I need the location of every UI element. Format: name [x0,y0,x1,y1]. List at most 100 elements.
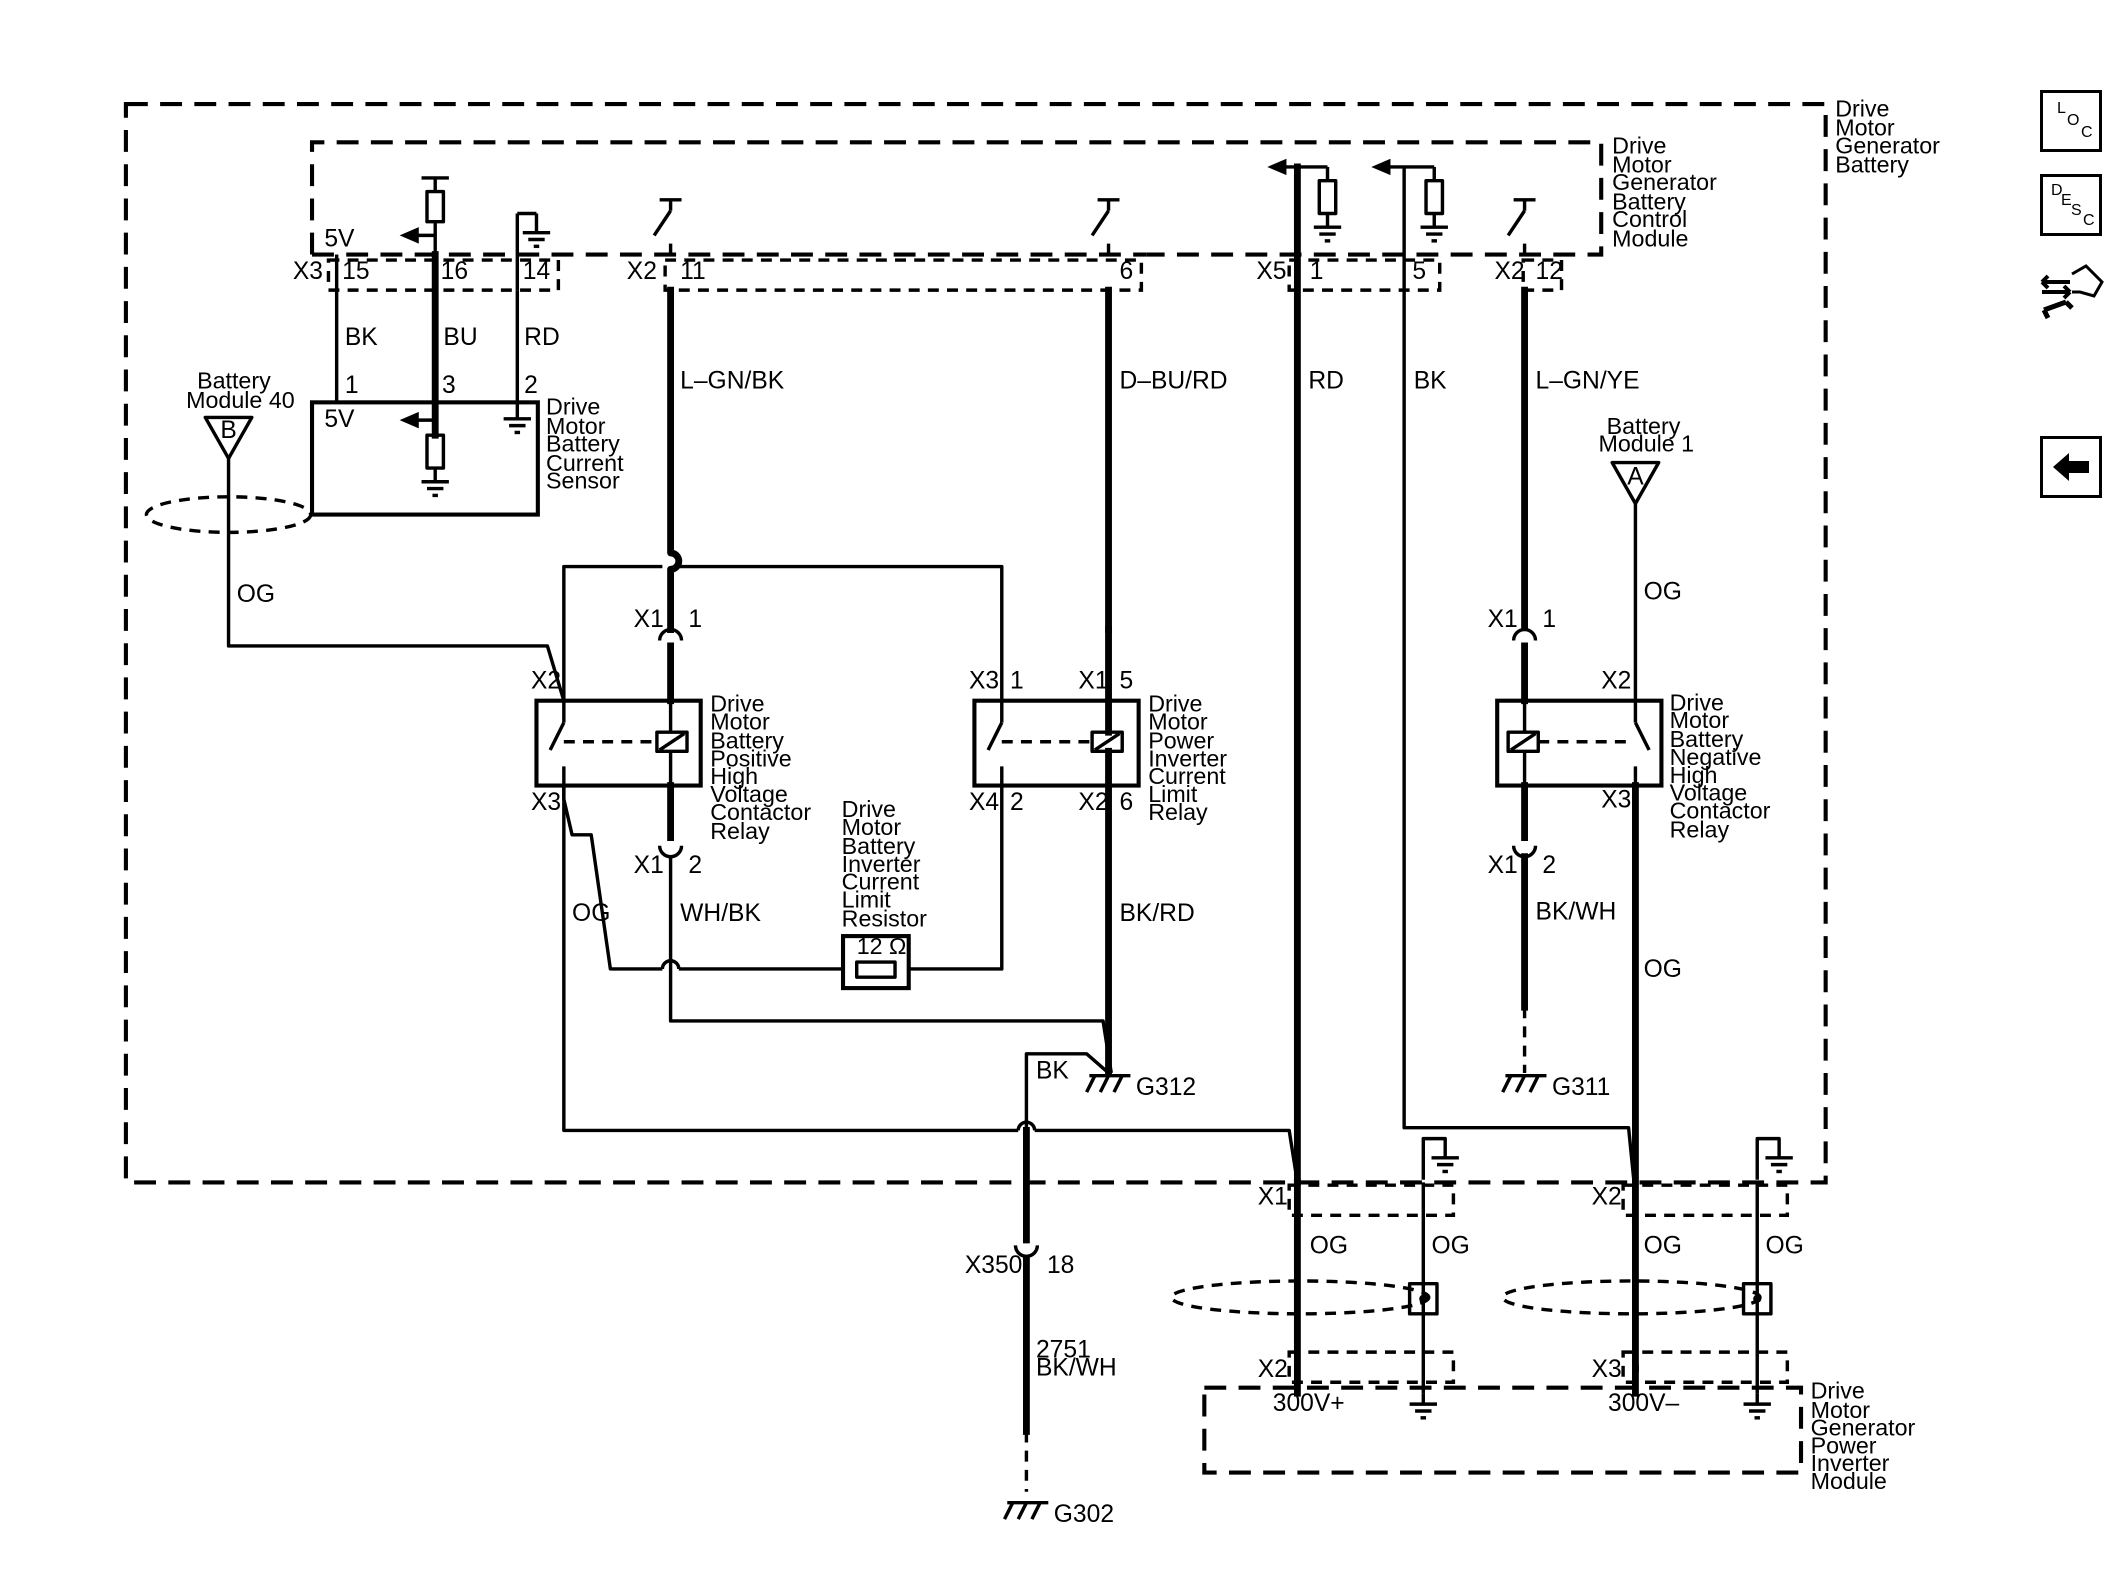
label-5v-module: 5V [324,225,355,252]
svg-text:16: 16 [441,258,468,285]
positive-relay-label: Drive Motor Battery Positive High Voltag… [710,691,811,844]
back-arrow-icon [2053,453,2089,481]
wire-label-lgnbk: L–GN/BK [680,368,785,395]
svg-text:Drive: Drive [1811,1378,1865,1404]
connector-x3-top [326,258,561,292]
svg-text:11: 11 [680,258,706,285]
connector-x1-pim [1287,1183,1456,1217]
svg-text:Motor: Motor [1811,1397,1871,1423]
location-button[interactable]: L O C [2040,90,2102,152]
ground-g311 [1501,1073,1547,1093]
svg-text:Motor: Motor [546,413,606,439]
connector-labels-top: X3 15 16 14 X2 11 6 X5 1 5 X2 12 [293,258,1563,285]
connector-tools-button[interactable] [2036,258,2108,330]
svg-text:Generator: Generator [1811,1415,1916,1441]
wire-label-og-pos: OG [572,900,610,927]
connector-x5 [1287,258,1442,292]
svg-text:Voltage: Voltage [710,781,788,807]
wire-label-og-pim2: OG [1432,1233,1470,1260]
pim-ground-2 [1755,1136,1793,1180]
module-switch-pin12 [1506,198,1536,255]
x350-pin: 18 [1047,1252,1074,1279]
sensor-pin3-label: 3 [442,372,456,399]
desc-letter-d: D [2051,182,2063,199]
svg-text:B: B [220,417,236,444]
negative-relay-x1-pin1 [1511,627,1538,705]
svg-text:Positive: Positive [710,745,791,771]
svg-text:Battery: Battery [1612,188,1686,214]
svg-text:Current: Current [842,869,920,895]
svg-text:X3: X3 [293,258,323,285]
wire-label-bu-sensor: BU [443,324,477,351]
crossover-whbk-resistor [660,959,681,970]
svg-text:X5: X5 [1256,258,1286,285]
svg-text:Control: Control [1612,206,1687,232]
pim-x2-label: X2 [1592,1183,1622,1210]
ground-g302-label: G302 [1054,1501,1114,1528]
ground-g302 [1002,1500,1049,1520]
positive-x1-bot-pin: 2 [688,852,702,879]
resistor-label: Drive Motor Battery Inverter Current Lim… [842,796,928,931]
svg-text:Motor: Motor [1835,114,1895,140]
wire-label-dburd: D–BU/RD [1119,368,1227,395]
circuit-number: 2751 [1036,1337,1091,1364]
connector-x2-pim-in [1287,1350,1456,1384]
power-inverter-limit-relay [972,698,1141,788]
shield-drain-1 [1407,1281,1439,1316]
svg-text:Battery: Battery [197,368,271,394]
shield-drain-dot-2 [1753,1294,1762,1303]
svg-text:Motor: Motor [1670,707,1730,733]
wire-label-rd-main: RD [1308,368,1344,395]
positive-x1-bot-label: X1 [634,852,664,879]
limit-x3-label: X3 [969,667,999,694]
svg-text:Module 40: Module 40 [186,387,295,413]
description-button[interactable]: D E S C [2040,174,2102,236]
svg-text:1: 1 [1310,258,1324,285]
current-sensor-block [309,400,540,517]
svg-text:Voltage: Voltage [1670,780,1748,806]
svg-text:Relay: Relay [710,818,770,844]
svg-text:Motor: Motor [842,814,902,840]
limit-x4-label: X4 [969,789,999,816]
pim-x2b-label: X2 [1258,1356,1288,1383]
limit-x1-pin: 5 [1119,667,1133,694]
wire-label-og-b: OG [237,581,275,608]
svg-text:Resistor: Resistor [842,906,928,932]
svg-text:Inverter: Inverter [1148,745,1227,771]
svg-text:Motor: Motor [710,708,770,734]
circuit-color: BK/WH [1036,1354,1117,1381]
svg-text:Battery: Battery [1835,151,1909,177]
svg-text:Contactor: Contactor [710,799,811,825]
wire-label-og-pim3: OG [1644,1233,1682,1260]
ground-g311-label: G311 [1552,1074,1610,1101]
svg-text:X2: X2 [1494,258,1524,285]
wire-label-og-a: OG [1644,578,1682,605]
svg-text:Current: Current [1148,763,1226,789]
wire-bk-main [1402,166,1636,1183]
wire-label-og-neg: OG [1644,956,1682,983]
sensor-pin2-label: 2 [524,372,538,399]
svg-text:5: 5 [1412,258,1426,285]
negative-x1-bot-label: X1 [1488,852,1518,879]
positive-relay-x2-label: X2 [531,667,561,694]
wire-og-b [226,458,566,702]
svg-text:Battery: Battery [1670,726,1744,752]
pim-internal-ground-2 [1743,1393,1771,1420]
loc-letter-l: L [2057,100,2066,117]
negative-x3-label: X3 [1601,786,1631,813]
x350-label: X350 [965,1252,1023,1279]
svg-text:Battery: Battery [710,728,784,754]
module-pin14-ground [515,211,551,291]
pim-boundary [1202,1385,1804,1475]
positive-relay-internals [548,700,689,786]
svg-text:Generator: Generator [1612,169,1717,195]
svg-text:Current: Current [546,450,624,476]
svg-text:Relay: Relay [1670,817,1730,843]
svg-text:Drive: Drive [842,796,896,822]
desc-letter-s: S [2071,202,2082,219]
limit-relay-label: Drive Motor Power Inverter Current Limit… [1148,691,1227,825]
back-button[interactable] [2040,436,2102,498]
wire-label-rd-sensor: RD [524,324,560,351]
dmgb-boundary [123,101,1828,1185]
